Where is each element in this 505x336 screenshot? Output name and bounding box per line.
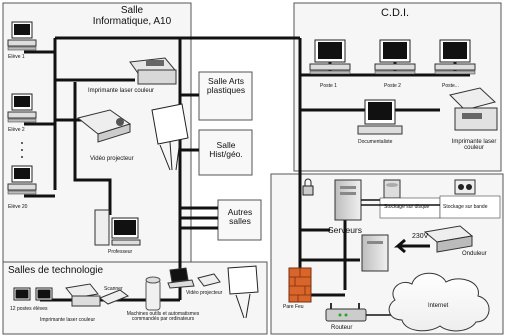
pc-techno-2: [35, 287, 53, 301]
label-eleve1: Elève 1: [8, 54, 25, 60]
label-230v: 230V: [412, 233, 429, 240]
label-onduleur: Onduleur: [462, 251, 487, 257]
room-arts: [198, 71, 253, 121]
label-room-hist: Salle Hist/géo.: [209, 140, 243, 159]
label-pare-feu: Pare Feu: [283, 304, 304, 310]
printer-cdi: [449, 87, 498, 131]
label-video-techno: Vidéo projecteur: [186, 290, 223, 296]
label-poste2: Poste 2: [384, 83, 401, 89]
firewall-icon: [288, 267, 312, 303]
label-eleve20: Elève 20: [8, 204, 28, 210]
storage-disk-icon: [383, 179, 401, 199]
dots-eleves: [21, 142, 23, 158]
screen-info: [151, 103, 189, 171]
storage-tape-box: [439, 195, 501, 219]
storage-tape-icon: [454, 179, 476, 195]
label-12-postes: 12 postes élèves: [10, 306, 48, 312]
label-eleve2: Elève 2: [8, 127, 25, 133]
label-imprimante-info: Imprimante laser couleur: [88, 88, 155, 94]
label-poste1: Poste 1: [320, 83, 337, 89]
pc-eleve1: [7, 21, 37, 51]
label-machines: Machines outils et automatismes commandé…: [126, 311, 200, 323]
scanner-icon: [98, 289, 130, 305]
label-room-autres: Autres salles: [227, 207, 253, 226]
projector-techno: [197, 273, 221, 287]
room-cdi: [293, 2, 502, 172]
printer-techno: [65, 283, 101, 307]
pc-techno-1: [13, 287, 31, 301]
room-hist: [198, 129, 253, 176]
label-imprimante-cdi: Imprimante laser couleur: [451, 139, 497, 152]
label-serveurs: Serveurs: [328, 225, 363, 235]
label-imprimante-techno: Imprimante laser couleur: [40, 317, 96, 323]
screen-techno: [227, 265, 259, 319]
machine-icon: [145, 276, 161, 311]
label-documentaliste: Documentaliste: [358, 139, 393, 145]
label-room-cdi: C.D.I.: [380, 7, 410, 19]
server-secondary: [361, 234, 389, 272]
label-stockage-bande: Stockage sur bande: [443, 204, 488, 210]
label-professeur: Professeur: [108, 249, 133, 255]
label-routeur: Routeur: [331, 325, 353, 331]
label-room-informatique: Salle Informatique, A10: [92, 5, 172, 27]
power-arrow: [393, 238, 430, 254]
internet-cloud: [388, 272, 490, 332]
room-autres: [217, 199, 262, 241]
label-scanner: Scanner: [104, 286, 123, 292]
label-internet: Internet: [428, 303, 449, 309]
laptop-techno: [167, 267, 195, 289]
onduleur-icon: [423, 225, 474, 253]
pc-poste2: [374, 39, 416, 75]
label-stockage-disque: Stockage sur disque: [384, 204, 430, 210]
label-poste3: Poste...: [442, 83, 459, 89]
server-main: [334, 179, 362, 221]
printer-info: [129, 57, 177, 85]
storage-links: [361, 199, 440, 206]
pc-poste3: [434, 39, 476, 75]
pc-professeur: [94, 209, 141, 246]
label-room-arts: Salle Arts plastiques: [206, 76, 246, 95]
pc-poste1: [309, 39, 351, 75]
pc-eleve2: [7, 93, 37, 123]
projector-info: [76, 109, 132, 143]
lock-icon: [302, 178, 314, 196]
label-video-info: Vidéo projecteur: [90, 156, 134, 162]
label-room-techno: Salles de technologie: [8, 265, 104, 276]
pc-eleve20: [7, 165, 37, 195]
pc-documentaliste: [357, 99, 403, 135]
